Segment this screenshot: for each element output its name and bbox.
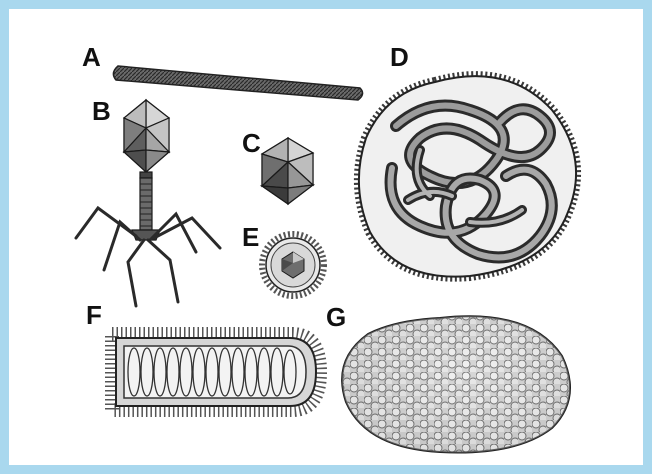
- label-d: D: [390, 44, 409, 70]
- oval-virus-g: [342, 316, 570, 452]
- bacteriophage-b: [76, 100, 220, 306]
- label-a: A: [82, 44, 101, 70]
- enveloped-virus-e: [262, 234, 324, 296]
- icosahedral-virus-c: [262, 138, 313, 204]
- label-b: B: [92, 98, 111, 124]
- label-e: E: [242, 224, 259, 250]
- bullet-virus-f: [112, 334, 320, 410]
- label-f: F: [86, 302, 102, 328]
- rod-virus-a: [113, 66, 362, 100]
- label-g: G: [326, 304, 346, 330]
- enveloped-virus-d: [359, 76, 576, 277]
- label-c: C: [242, 130, 261, 156]
